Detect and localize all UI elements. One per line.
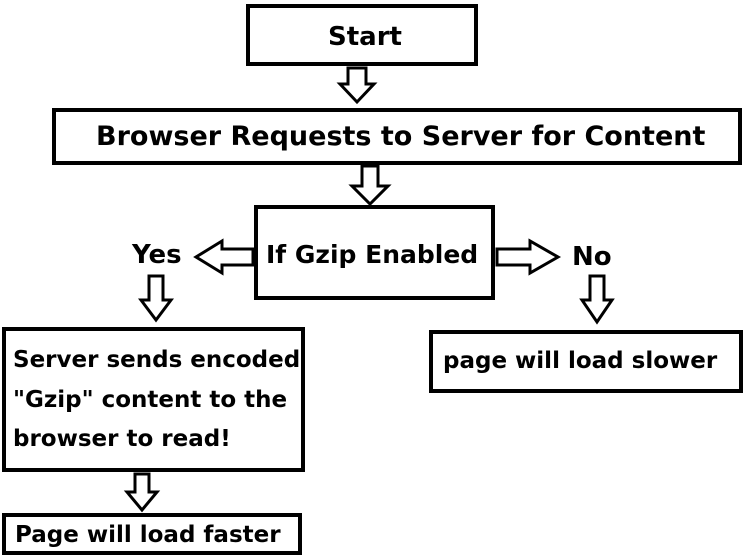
slower-label: page will load slower [443,348,718,374]
server-sends-line1: Server sends encoded [13,347,301,373]
server-sends-box: Server sends encoded "Gzip" content to t… [2,327,305,472]
server-sends-line3: browser to read! [13,426,231,452]
decision-box: If Gzip Enabled [254,205,495,300]
arrow-server-to-faster [123,472,161,513]
arrow-no-to-slower [579,274,615,325]
arrow-yes-to-server [138,274,174,323]
no-label: No [572,242,612,272]
request-box: Browser Requests to Server for Content [52,108,742,165]
faster-label: Page will load faster [15,522,281,548]
yes-label: Yes [132,240,182,270]
request-label: Browser Requests to Server for Content [96,121,706,152]
faster-box: Page will load faster [2,513,302,555]
arrow-request-to-decision [348,164,392,207]
start-box: Start [246,4,478,66]
arrow-decision-to-yes [193,238,255,276]
slower-box: page will load slower [429,330,743,393]
server-sends-line2: "Gzip" content to the [13,387,288,413]
start-label: Start [328,22,402,52]
decision-label: If Gzip Enabled [266,240,479,269]
arrow-start-to-request [336,66,378,105]
arrow-decision-to-no [495,238,562,276]
